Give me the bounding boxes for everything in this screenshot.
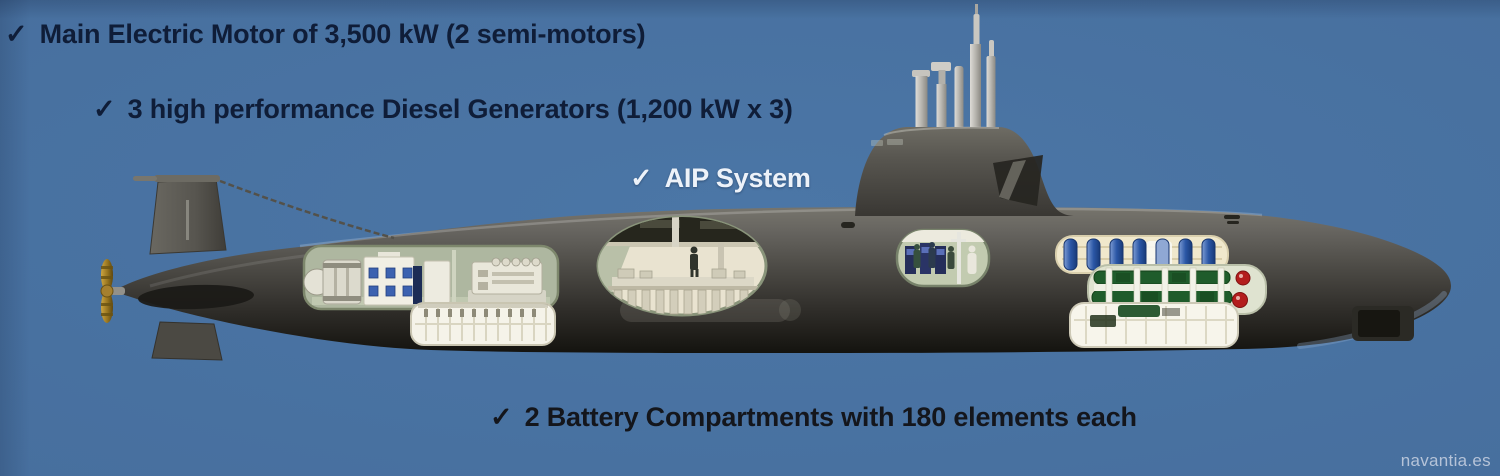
annotation-text: 2 Battery Compartments with 180 elements… [524,402,1137,432]
sail [855,126,1076,216]
control-room-cutaway [895,228,991,288]
lower-rudder [151,321,223,361]
bow-battery-cutaway [1069,302,1239,348]
electric-motor [303,259,362,305]
tube-caps-red [1232,270,1251,308]
annotation-aip-system: ✓ AIP System [630,163,811,193]
checkmark-icon: ✓ [93,94,116,124]
torpedo-stowage-cutaway [1055,235,1229,274]
torpedo-tubes-cutaway [1087,264,1267,315]
stern-plane [138,284,254,310]
hull-vents [841,215,1240,228]
rigging-cable [219,179,395,240]
annotation-battery-compartments: ✓ 2 Battery Compartments with 180 elemen… [490,402,1137,432]
checkmark-icon: ✓ [490,402,513,432]
bulkhead [452,250,456,307]
checkmark-icon: ✓ [5,19,28,49]
aft-battery-cutaway [410,302,556,346]
engine-room-cutaway [302,244,560,311]
annotation-diesel-generators: ✓ 3 high performance Diesel Generators (… [93,94,793,124]
switchboard-cabinet [363,252,415,306]
periscope-column [957,232,961,284]
crew-figures [913,242,955,269]
officer-figure [967,245,977,274]
annotation-main-motor: ✓ Main Electric Motor of 3,500 kW (2 sem… [5,19,646,49]
aip-cutaway [596,215,768,317]
torpedo-tube-door [1352,306,1414,341]
annotation-text: 3 high performance Diesel Generators (1,… [127,94,793,124]
propeller [100,259,125,323]
towed-array-tube [133,176,157,181]
sail-plane [993,155,1043,206]
watermark: navantia.es [1400,451,1491,470]
converter-pillar [413,266,422,304]
diesel-generator [468,257,546,305]
annotation-text: Main Electric Motor of 3,500 kW (2 semi-… [39,19,646,49]
crew-figure [690,246,699,282]
checkmark-icon: ✓ [630,163,653,193]
annotation-text: AIP System [664,163,811,193]
console-screens [905,243,946,274]
periscope-masts [912,4,996,136]
upper-rudder [133,175,227,255]
sail-marking [871,139,903,146]
